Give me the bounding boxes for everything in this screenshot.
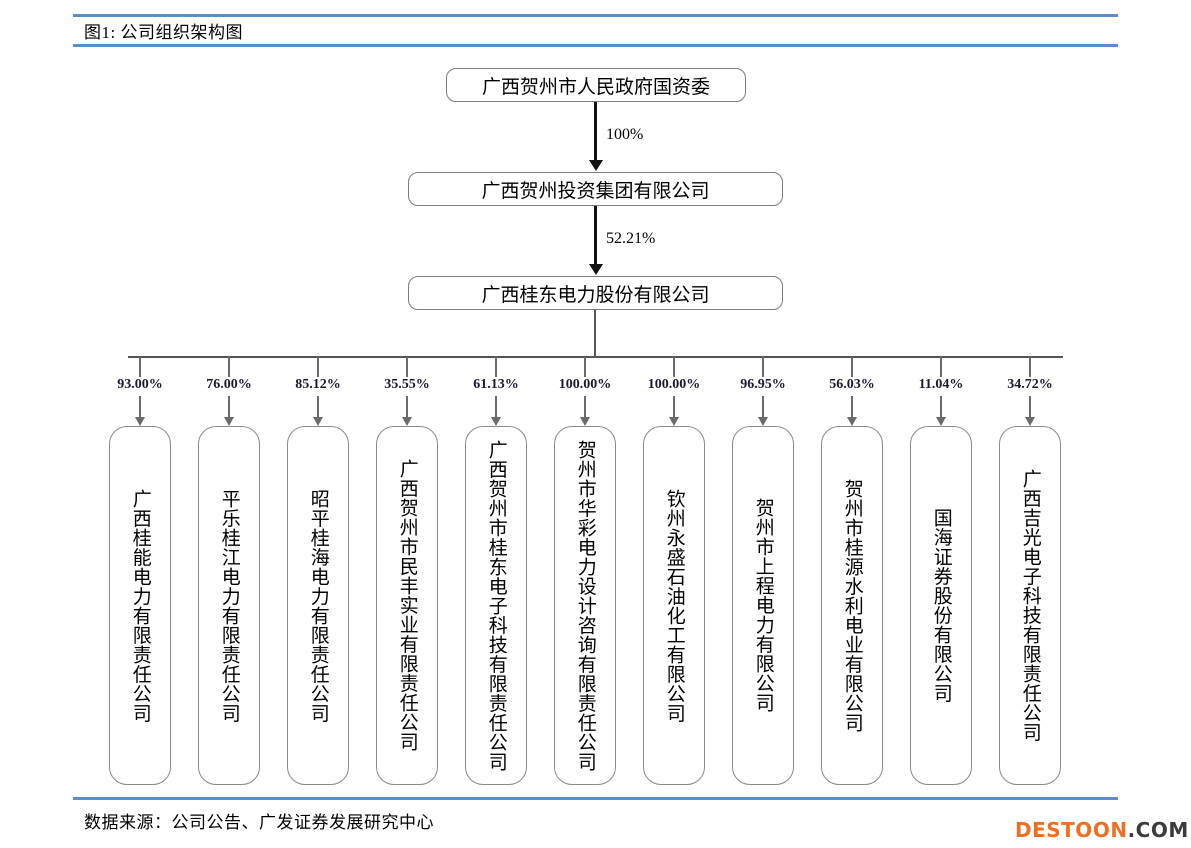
subsidiary-name: 广西贺州市桂东电子科技有限责任公司 <box>485 439 508 772</box>
ownership-percentage: 61.13% <box>473 377 519 392</box>
connector-stem <box>594 310 596 357</box>
subsidiary-name: 平乐桂江电力有限责任公司 <box>218 488 241 723</box>
connector-drop-lower <box>940 396 942 418</box>
connector-drop-lower <box>139 396 141 418</box>
ownership-percentage: 56.03% <box>829 377 875 392</box>
subsidiary-name: 贺州市桂源水利电业有限公司 <box>841 478 864 733</box>
watermark-brand: DESTOON <box>1015 818 1128 842</box>
ownership-percentage: 96.95% <box>740 377 786 392</box>
ownership-percentage: 76.00% <box>206 377 252 392</box>
connector-bus <box>128 356 1063 358</box>
subsidiary-name: 广西吉光电子科技有限责任公司 <box>1019 469 1042 742</box>
org-node-subsidiary: 贺州市华彩电力设计咨询有限责任公司 <box>554 426 616 785</box>
connector-drop-lower <box>584 396 586 418</box>
connector-drop-lower <box>228 396 230 418</box>
connector-drop-lower <box>495 396 497 418</box>
connector-drop-upper <box>317 357 319 377</box>
subsidiary-name: 广西桂能电力有限责任公司 <box>129 488 152 723</box>
ownership-percentage: 100.00% <box>558 377 612 392</box>
org-node-subsidiary: 钦州永盛石油化工有限公司 <box>643 426 705 785</box>
edge-label-group-to-listco: 52.21% <box>606 230 656 247</box>
subsidiary-name: 国海证券股份有限公司 <box>930 508 953 703</box>
org-node-subsidiary: 广西贺州市民丰实业有限责任公司 <box>376 426 438 785</box>
org-node-subsidiary: 昭平桂海电力有限责任公司 <box>287 426 349 785</box>
connector-drop-lower <box>317 396 319 418</box>
connector-drop-upper <box>762 357 764 377</box>
ownership-percentage: 100.00% <box>647 377 701 392</box>
site-watermark: DESTOON.COM <box>1015 818 1189 842</box>
connector-drop-upper <box>584 357 586 377</box>
connector-drop-upper <box>851 357 853 377</box>
org-node-investment-group: 广西贺州投资集团有限公司 <box>408 172 783 206</box>
connector-drop-upper <box>673 357 675 377</box>
ownership-percentage: 11.04% <box>918 377 964 392</box>
ownership-percentage: 35.55% <box>384 377 430 392</box>
page-title: 图1: 公司组织架构图 <box>84 23 243 42</box>
ownership-percentage: 93.00% <box>117 377 163 392</box>
watermark-tld: .COM <box>1127 818 1189 842</box>
org-node-subsidiary: 贺州市上程电力有限公司 <box>732 426 794 785</box>
connector-drop-upper <box>406 357 408 377</box>
subsidiary-name: 钦州永盛石油化工有限公司 <box>663 488 686 723</box>
title-rule-bottom <box>73 44 1118 47</box>
connector-drop-lower <box>762 396 764 418</box>
subsidiary-name: 广西贺州市民丰实业有限责任公司 <box>396 459 419 752</box>
connector-drop-upper <box>1029 357 1031 377</box>
connector-drop-upper <box>228 357 230 377</box>
connector-drop-upper <box>139 357 141 377</box>
connector-drop-upper <box>940 357 942 377</box>
edge-arrow-sasac-to-group <box>594 102 597 162</box>
org-node-sasac: 广西贺州市人民政府国资委 <box>446 68 746 102</box>
ownership-percentage: 34.72% <box>1007 377 1053 392</box>
connector-drop-lower <box>1029 396 1031 418</box>
connector-drop-lower <box>851 396 853 418</box>
source-note: 数据来源：公司公告、广发证券发展研究中心 <box>84 813 434 832</box>
org-node-subsidiary: 国海证券股份有限公司 <box>910 426 972 785</box>
edge-label-sasac-to-group: 100% <box>606 126 644 143</box>
connector-drop-upper <box>495 357 497 377</box>
subsidiary-name: 贺州市上程电力有限公司 <box>752 498 775 713</box>
source-rule <box>73 797 1118 800</box>
title-rule-top <box>73 14 1118 17</box>
org-node-subsidiary: 贺州市桂源水利电业有限公司 <box>821 426 883 785</box>
org-node-subsidiary: 广西吉光电子科技有限责任公司 <box>999 426 1061 785</box>
ownership-percentage: 85.12% <box>295 377 341 392</box>
org-node-subsidiary: 广西桂能电力有限责任公司 <box>109 426 171 785</box>
subsidiary-name: 昭平桂海电力有限责任公司 <box>307 488 330 723</box>
org-node-subsidiary: 平乐桂江电力有限责任公司 <box>198 426 260 785</box>
subsidiary-name: 贺州市华彩电力设计咨询有限责任公司 <box>574 439 597 772</box>
org-node-listed-company: 广西桂东电力股份有限公司 <box>408 276 783 310</box>
connector-drop-lower <box>406 396 408 418</box>
edge-arrow-group-to-listco <box>594 206 597 266</box>
connector-drop-lower <box>673 396 675 418</box>
org-node-subsidiary: 广西贺州市桂东电子科技有限责任公司 <box>465 426 527 785</box>
